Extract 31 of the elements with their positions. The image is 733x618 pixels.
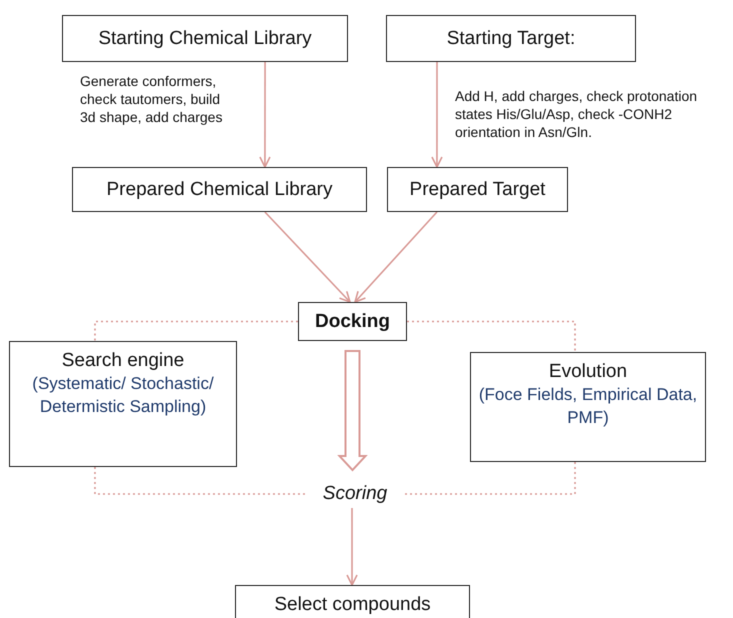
detail-text: (Systematic/ Stochastic/ Determistic Sampling): [31, 373, 215, 418]
box-title: Search engine: [62, 350, 184, 372]
process-box: [470, 352, 706, 462]
arrow: [259, 62, 271, 168]
detail-text: (Foce Fields, Empirical Data, PMF): [478, 384, 698, 429]
box-title: Starting Chemical Library: [98, 28, 312, 50]
dotted-connector: [94, 467, 305, 495]
process-box: [386, 15, 636, 62]
process-box: [387, 167, 568, 212]
process-box: [62, 15, 348, 62]
process-box: [235, 585, 470, 618]
process-box: [72, 167, 367, 212]
arrow: [431, 62, 443, 168]
hollow-arrow: [337, 350, 368, 472]
box-title: Select compounds: [274, 594, 431, 616]
dotted-connector: [407, 320, 576, 352]
box-title: Prepared Target: [410, 178, 546, 200]
edge-label: Add H, add charges, check protonation states His/Glu/Asp, check -CONH2 orientation in Asn/Gln.: [455, 87, 698, 141]
dotted-connector: [94, 320, 298, 341]
arrow: [264, 211, 351, 303]
arrow: [354, 211, 438, 303]
box-title: Prepared Chemical Library: [106, 178, 332, 200]
process-box: [298, 302, 407, 341]
edge-label: Generate conformers, check tautomers, build 3d shape, add charges: [80, 72, 224, 126]
box-title: Docking: [315, 310, 390, 332]
process-box: [9, 341, 237, 467]
step-label: Scoring: [322, 483, 388, 505]
box-title: Starting Target:: [446, 28, 576, 50]
box-title: Evolution: [548, 361, 628, 383]
arrow: [346, 508, 358, 586]
dotted-connector: [405, 462, 576, 495]
